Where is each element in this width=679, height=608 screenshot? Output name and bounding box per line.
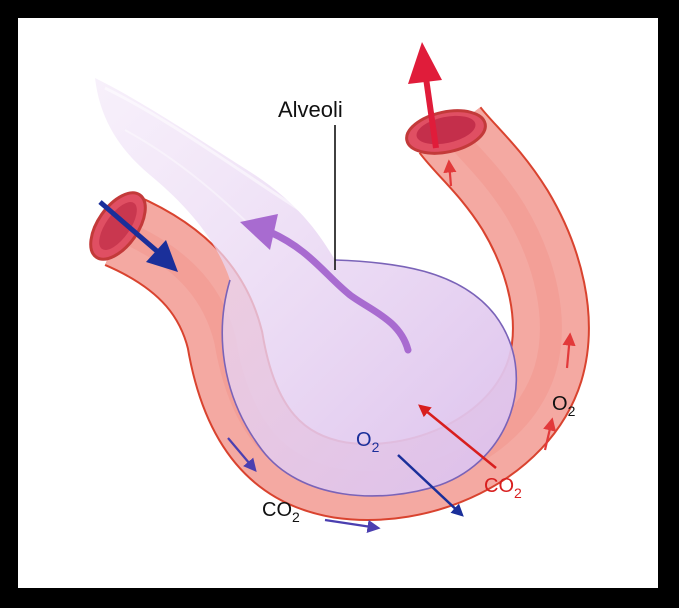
alveoli-label: Alveoli (278, 97, 343, 122)
